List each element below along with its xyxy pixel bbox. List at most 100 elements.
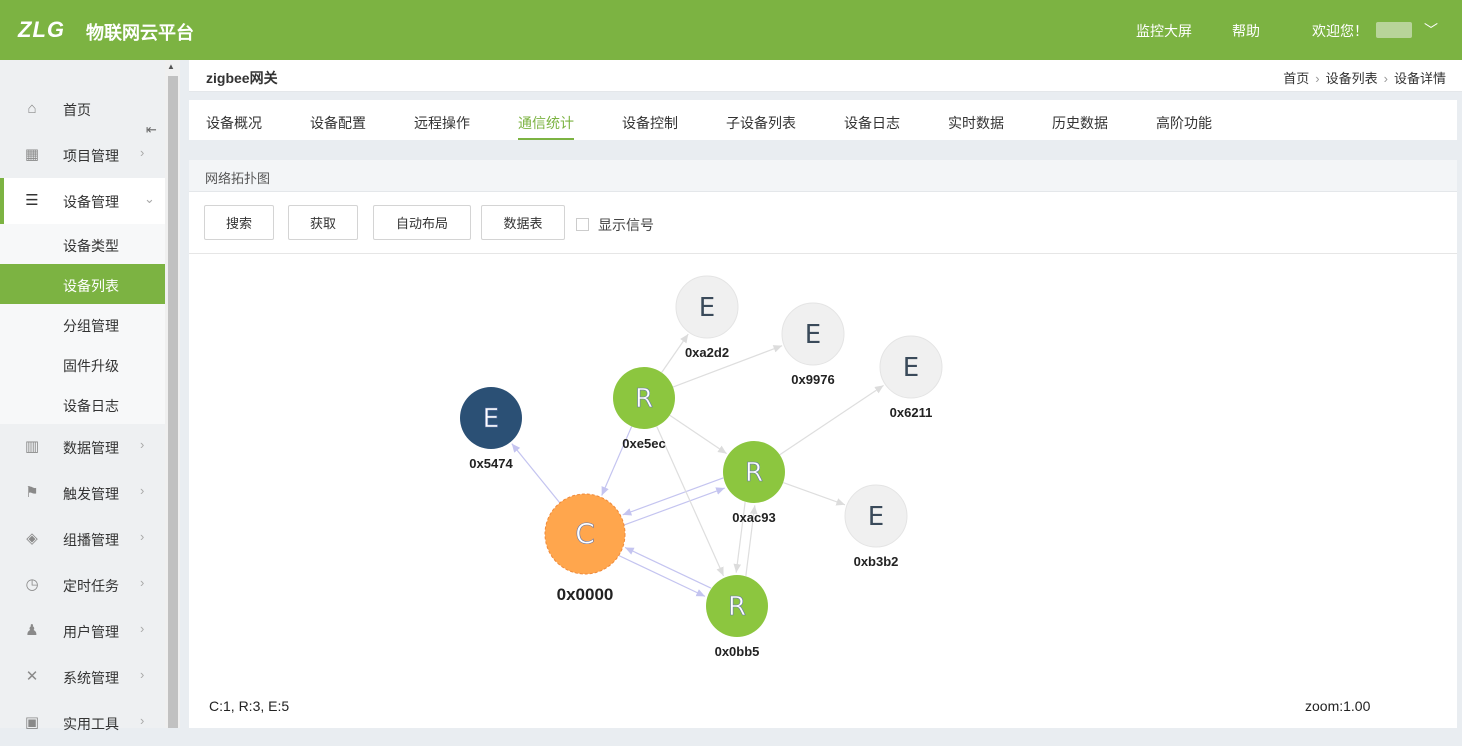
brand-title: 物联网云平台 (86, 23, 194, 43)
toolbox-icon: ▣ (24, 714, 40, 731)
sidebar-sub-device-types[interactable]: 设备类型 (0, 224, 165, 264)
sidebar-sub-groups[interactable]: 分组管理 (0, 304, 165, 344)
sidebar-sub-label: 固件升级 (63, 358, 119, 374)
show-signal-checkbox[interactable] (576, 218, 589, 231)
topology-node-type: E (805, 320, 821, 350)
monitor-screen-link[interactable]: 监控大屏 (1136, 23, 1192, 39)
topology-node-type: E (903, 353, 919, 383)
sidebar-item-system[interactable]: ✕ 系统管理 › (0, 654, 165, 700)
network-topology-graph[interactable]: C0x0000R0xe5ecR0xac93R0x0bb5E0x5474E0xa2… (189, 254, 1457, 694)
tab-comm-stats[interactable]: 通信统计 (518, 115, 574, 131)
chevron-right-icon: › (140, 145, 145, 160)
topology-link-0xac93-0x0000 (622, 477, 724, 516)
layers-icon: ◈ (26, 530, 38, 547)
topology-link-0xac93-0x6211 (779, 384, 884, 456)
tab-sub-devices[interactable]: 子设备列表 (726, 115, 796, 131)
zlg-logo[interactable]: ZLG (18, 17, 65, 42)
sidebar-sub-label: 设备列表 (63, 278, 119, 294)
sidebar-item-label: 实用工具 (63, 716, 119, 732)
topology-link-0x0000-0x0bb5 (618, 555, 706, 597)
breadcrumb-home[interactable]: 首页 (1283, 71, 1310, 86)
flag-icon: ⚑ (25, 484, 39, 501)
topology-link-0xe5ec-0x0000 (601, 426, 633, 496)
sidebar-item-triggers[interactable]: ⚑ 触发管理 › (0, 470, 165, 516)
help-link[interactable]: 帮助 (1232, 23, 1260, 39)
topology-node-circle[interactable] (723, 441, 785, 503)
topology-node-circle[interactable] (781, 302, 845, 366)
scroll-up-icon[interactable]: ▲ (167, 62, 175, 71)
tab-control[interactable]: 设备控制 (622, 115, 678, 131)
data-table-button[interactable]: 数据表 (481, 205, 565, 240)
topology-node-type: R (635, 384, 653, 414)
sidebar-item-devices[interactable]: ☰ 设备管理 ⌄ (0, 178, 165, 224)
sidebar-sub-device-log[interactable]: 设备日志 (0, 384, 165, 424)
topology-link-0xe5ec-0x9976 (672, 345, 783, 388)
topology-node-circle[interactable] (844, 484, 908, 548)
sidebar-item-users[interactable]: ♟ 用户管理 › (0, 608, 165, 654)
topology-link-0xe5ec-0x0bb5 (656, 426, 725, 577)
fetch-button[interactable]: 获取 (288, 205, 358, 240)
sidebar-sub-label: 设备类型 (63, 238, 119, 254)
page-title: zigbee网关 (206, 70, 278, 86)
tab-remote[interactable]: 远程操作 (414, 115, 470, 131)
topology-link-0x0000-0xac93 (624, 487, 725, 526)
sidebar-item-scheduled[interactable]: ◷ 定时任务 › (0, 562, 165, 608)
sidebar-item-home[interactable]: ⌂ 首页 (0, 86, 165, 132)
username-redacted[interactable] (1376, 22, 1412, 38)
bar-chart-icon: ▥ (24, 438, 40, 455)
topology-node-circle[interactable] (879, 335, 943, 399)
chevron-down-icon[interactable]: ﹀ (1424, 22, 1438, 38)
tab-log[interactable]: 设备日志 (844, 115, 900, 131)
home-icon: ⌂ (27, 100, 37, 117)
sidebar-item-label: 数据管理 (63, 440, 119, 456)
tab-history[interactable]: 历史数据 (1052, 115, 1108, 131)
sidebar-sub-device-list[interactable]: 设备列表 (0, 264, 165, 304)
tab-overview[interactable]: 设备概况 (206, 115, 262, 131)
topology-node-0xa2d2[interactable]: E 0xa2d2 (675, 275, 739, 360)
topology-node-type: E (868, 502, 884, 532)
topology-link-0x0000-0x5474 (511, 443, 561, 504)
topology-node-circle[interactable] (706, 575, 768, 637)
collapse-sidebar-icon[interactable]: ⇤ (146, 122, 157, 137)
topology-node-type: E (699, 293, 715, 323)
sidebar: ⇤ ⌂ 首页 ▦ 项目管理 › ☰ 设备管理 ⌄ 设备类型 设备列表 分组管理 … (0, 60, 165, 732)
chevron-right-icon: › (1315, 71, 1320, 86)
search-button[interactable]: 搜索 (204, 205, 274, 240)
sidebar-item-label: 设备管理 (63, 194, 119, 210)
topology-link-0xac93-0x0bb5 (733, 502, 746, 573)
tab-realtime[interactable]: 实时数据 (948, 115, 1004, 131)
sidebar-item-tools[interactable]: ▣ 实用工具 › (0, 700, 165, 746)
topology-node-label: 0x0000 (557, 585, 614, 604)
sidebar-item-projects[interactable]: ▦ 项目管理 › (0, 132, 165, 178)
server-icon: ☰ (25, 192, 39, 209)
topology-node-label: 0x5474 (469, 456, 513, 471)
sidebar-item-label: 定时任务 (63, 578, 119, 594)
sidebar-item-data[interactable]: ▥ 数据管理 › (0, 424, 165, 470)
breadcrumb-device-list[interactable]: 设备列表 (1325, 71, 1378, 86)
topology-node-circle[interactable] (544, 493, 626, 575)
zoom-level: zoom:1.00 (1305, 698, 1371, 714)
show-signal-label[interactable]: 显示信号 (598, 217, 654, 233)
tab-advanced[interactable]: 高阶功能 (1156, 115, 1212, 131)
topology-node-label: 0xa2d2 (685, 345, 729, 360)
topology-node-circle[interactable] (613, 367, 675, 429)
topology-link-0xe5ec-0xa2d2 (661, 333, 689, 373)
sidebar-scroll-thumb[interactable] (168, 76, 178, 728)
auto-layout-button[interactable]: 自动布局 (373, 205, 471, 240)
sidebar-sub-label: 设备日志 (63, 398, 119, 414)
sidebar-sub-firmware[interactable]: 固件升级 (0, 344, 165, 384)
topology-node-circle[interactable] (675, 275, 739, 339)
tab-config[interactable]: 设备配置 (310, 115, 366, 131)
topology-node-type: R (745, 458, 763, 488)
topology-node-circle[interactable] (460, 387, 522, 449)
sidebar-item-multicast[interactable]: ◈ 组播管理 › (0, 516, 165, 562)
